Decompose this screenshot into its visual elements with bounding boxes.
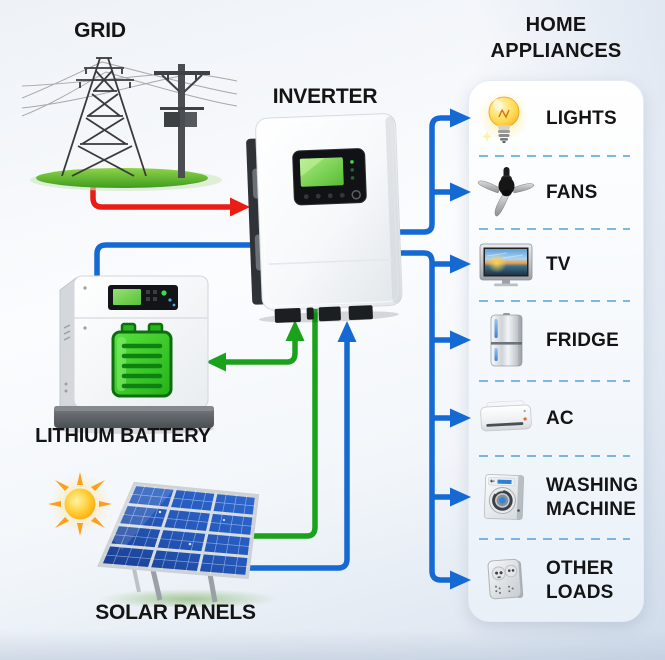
battery-base bbox=[54, 406, 214, 428]
appliance-label-lights: LIGHTS bbox=[546, 107, 617, 129]
appliance-label-fans: FANS bbox=[546, 181, 598, 203]
appliance-label-other-loads: OTHER LOADS bbox=[546, 558, 614, 603]
ground-shadow bbox=[98, 589, 278, 609]
battery-control-panel bbox=[108, 285, 178, 310]
home-appliances-panel: LIGHTS FANS bbox=[468, 80, 644, 622]
panel-array bbox=[97, 481, 260, 603]
blue-arrowhead-to-inverter bbox=[337, 321, 357, 342]
inverter-illustration bbox=[239, 107, 409, 325]
battery-illustration bbox=[50, 266, 218, 434]
battery-inverter-bidirectional-connection bbox=[206, 320, 305, 372]
battery-charge-icon bbox=[111, 322, 173, 398]
appliance-row-washing-machine: WASHING MACHINE bbox=[469, 456, 643, 540]
appliance-row-other-loads: OTHER LOADS bbox=[469, 539, 643, 623]
light-bulb-icon bbox=[479, 90, 529, 143]
battery-lcd-screen bbox=[113, 289, 141, 305]
appliance-row-lights: LIGHTS bbox=[469, 81, 643, 157]
background-bottom-shade bbox=[0, 630, 665, 660]
appliance-label-tv: TV bbox=[546, 254, 571, 276]
lithium-battery-label: LITHIUM BATTERY bbox=[35, 425, 211, 447]
grid-tower-illustration bbox=[21, 46, 238, 194]
fridge-icon bbox=[490, 313, 523, 367]
solar-panels-label: SOLAR PANELS bbox=[95, 601, 256, 624]
power-wires bbox=[21, 61, 238, 117]
tv-icon bbox=[479, 243, 533, 287]
appliance-row-fans: FANS bbox=[469, 156, 643, 230]
utility-pole bbox=[154, 64, 210, 178]
inverter-control-panel bbox=[292, 148, 367, 206]
washing-machine-icon bbox=[483, 473, 525, 520]
lattice-tower bbox=[61, 57, 147, 177]
solar-panels-illustration bbox=[38, 452, 333, 609]
appliance-row-ac: AC bbox=[469, 381, 643, 457]
appliance-label-ac: AC bbox=[546, 407, 574, 429]
appliance-row-fridge: FRIDGE bbox=[469, 301, 643, 382]
appliance-label-fridge: FRIDGE bbox=[546, 330, 619, 352]
appliance-label-washing-machine: WASHING MACHINE bbox=[546, 474, 639, 520]
inverter-body bbox=[255, 113, 403, 311]
power-socket-icon bbox=[487, 558, 524, 600]
grid-label: GRID bbox=[74, 19, 126, 42]
inverter-label: INVERTER bbox=[272, 85, 378, 108]
appliance-row-tv: TV bbox=[469, 229, 643, 302]
sun-icon bbox=[48, 472, 112, 536]
air-conditioner-icon bbox=[480, 399, 532, 431]
ceiling-fan-icon bbox=[477, 166, 535, 216]
home-appliances-title: HOME APPLIANCES bbox=[490, 14, 622, 62]
